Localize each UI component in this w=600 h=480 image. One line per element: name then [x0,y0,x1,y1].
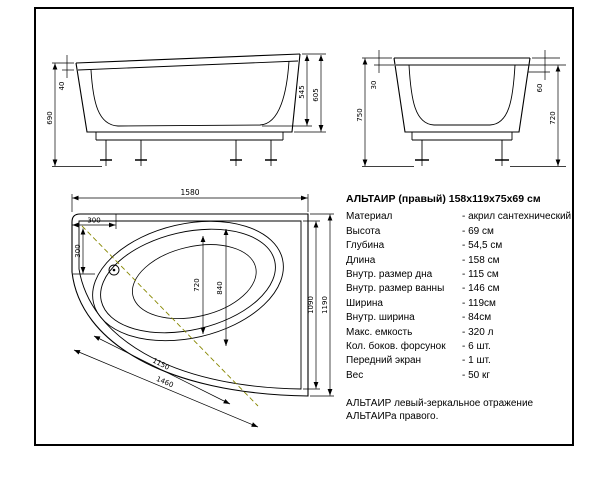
dim-690-label: 690 [46,111,54,124]
dim-720-label: 720 [549,111,557,124]
side-view-tub-outline [75,53,301,133]
plan-view-drawing: 1580 300 300 720 840 1150 1460 1090 1190 [71,188,334,428]
spec-note-line-1: АЛЬТАИР левый-зеркальное отражение [346,398,534,410]
dim-30-label: 30 [370,81,378,90]
spec-value: - 119см [462,297,496,309]
spec-row-front-panel: Передний экран - 1 шт. [346,354,576,368]
dim-840-label: 840 [216,281,224,294]
spec-row-width: Ширина - 119см [346,297,576,311]
dim-300h-label: 300 [87,217,100,225]
end-view-drawing: 30 750 60 720 [356,50,566,167]
spec-row-inner-width: Внутр. ширина - 84см [346,311,576,325]
spec-value: - 1 шт. [462,355,491,367]
plan-view-dim-labels: 1580 300 300 720 840 1150 1460 1090 1190 [74,188,329,389]
spec-row-height: Высота - 69 см [346,225,576,239]
dim-1190-label: 1190 [321,296,329,314]
side-view-drawing: 40 690 545 605 [46,53,326,167]
spec-value: - 69 см [462,225,494,237]
dim-1460-label: 1460 [155,375,175,389]
spec-value: - акрил сантехнический [462,211,572,223]
spec-label: Кол. боков. форсунок [346,341,446,353]
spec-value: - 115 см [462,269,499,281]
spec-value: - 158 см [462,254,500,266]
spec-label: Внутр. ширина [346,312,415,324]
spec-label: Макс. емкость [346,326,413,338]
spec-row-jets: Кол. боков. форсунок - 6 шт. [346,340,576,354]
spec-label: Длина [346,254,376,266]
spec-value: - 50 кг [462,369,491,381]
spec-label: Внутр. размер ванны [346,283,445,295]
dim-545-label: 545 [298,85,306,98]
spec-note-line-2: АЛЬТАИРа правого. [346,411,439,423]
drain-icon [108,264,120,276]
end-view-tub-outline [393,57,531,133]
end-view-dim-labels: 30 750 60 720 [356,81,557,125]
spec-row-length: Длина - 158 см [346,254,576,268]
side-view-dimension-lines [52,53,326,167]
side-view-legs [95,132,284,166]
spec-row-inner-size: Внутр. размер ванны - 146 см [346,282,576,296]
spec-note: АЛЬТАИР левый-зеркальное отражение АЛЬТА… [346,397,576,423]
plan-view-basin [92,220,284,342]
end-view-dimension-lines [362,50,566,167]
sheet-border-frame [34,7,574,446]
dim-720-label: 720 [193,278,201,291]
spec-row-bottom-size: Внутр. размер дна - 115 см [346,268,576,282]
spec-value: - 6 шт. [462,341,491,353]
spec-label: Ширина [346,297,383,309]
spec-label: Материал [346,211,393,223]
spec-row-depth: Глубина - 54,5 см [346,239,576,253]
spec-row-weight: Вес - 50 кг [346,369,576,383]
spec-panel: АЛЬТАИР (правый) 158х119х75х69 см Матери… [346,192,576,423]
spec-row-capacity: Макс. емкость - 320 л [346,326,576,340]
dim-750-label: 750 [356,108,364,121]
spec-label: Внутр. размер дна [346,269,433,281]
spec-value: - 320 л [462,326,494,338]
spec-label: Передний экран [346,355,422,367]
dim-60-label: 60 [536,84,544,93]
plan-view-dimension-lines [71,194,334,428]
side-view-dim-labels: 40 690 545 605 [46,82,320,125]
spec-value: - 54,5 см [462,240,503,252]
dim-40-label: 40 [58,82,66,91]
spec-row-material: Материал - акрил сантехнический [346,210,576,224]
dim-300v-label: 300 [74,244,82,257]
dim-1580-label: 1580 [180,188,199,197]
spec-label: Высота [346,225,381,237]
spec-label: Вес [346,369,364,381]
spec-value: - 84см [462,312,492,324]
spec-value: - 146 см [462,283,500,295]
dim-605-label: 605 [312,88,320,101]
end-view-legs [411,132,513,166]
dim-1090-label: 1090 [307,296,315,314]
spec-label: Глубина [346,240,385,252]
spec-title: АЛЬТАИР (правый) 158х119х75х69 см [346,193,541,205]
